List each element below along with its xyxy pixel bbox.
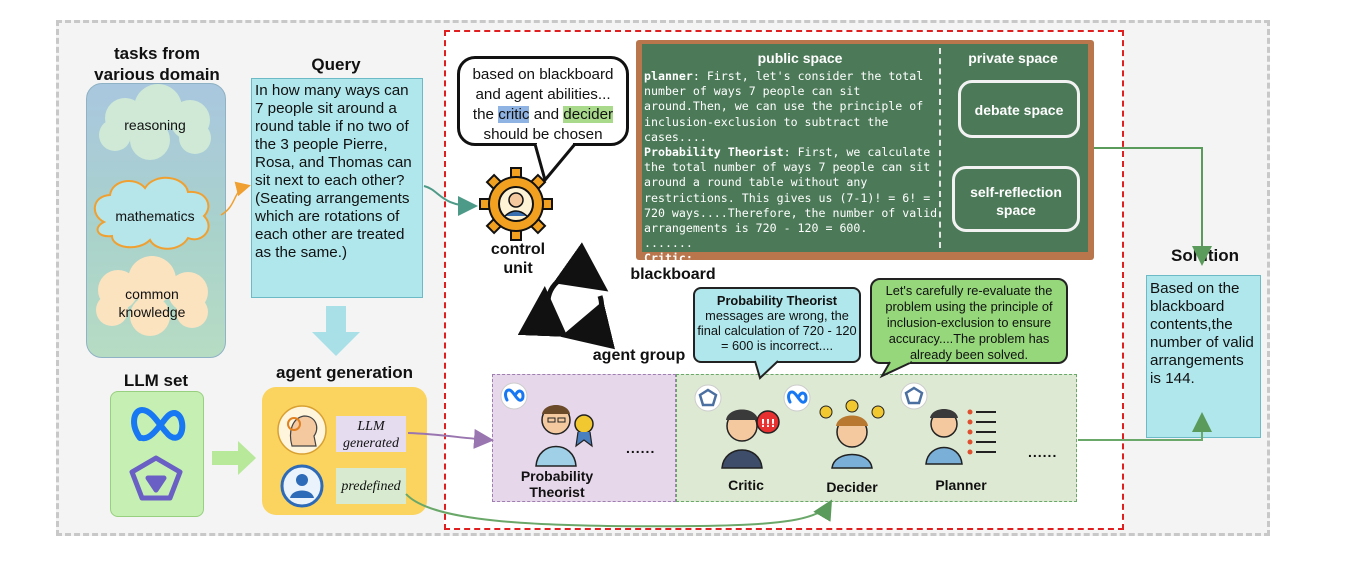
cloud-common-knowledge — [96, 256, 208, 336]
task-mathematics: mathematics — [115, 208, 195, 224]
blackboard-label: blackboard — [630, 266, 716, 283]
solution-box: Based on the blackboard contents,the num… — [1146, 275, 1261, 438]
pt-message: : First, we calculate the total number o… — [644, 145, 938, 236]
more-predefined-agents: ...... — [1028, 444, 1058, 460]
decider-agent-icon — [819, 399, 885, 469]
down-arrow — [312, 306, 360, 356]
cloud-mathematics — [94, 176, 210, 250]
bubble-end: should be chosen — [483, 126, 603, 143]
llm-generated-tag-bg — [336, 416, 406, 452]
bubble-and: and — [533, 106, 560, 123]
public-space-title: public space — [757, 50, 843, 66]
reevaluate-bubble: Let's carefully re-evaluate the problem … — [870, 278, 1068, 364]
critic-agent-icon: !!! — [721, 409, 780, 469]
public-space-messages: planner: First, let's consider the total… — [644, 69, 940, 282]
agent-generation-title: agent generation — [276, 363, 413, 382]
predefined-tag: predefined — [341, 479, 401, 494]
agent-group-label: agent group — [592, 347, 686, 364]
bubble-decider-highlight: decider — [563, 106, 614, 123]
svg-text:!!!: !!! — [760, 417, 775, 430]
blackboard — [642, 44, 1088, 252]
right-arrow — [212, 441, 256, 475]
bubble-critic-highlight: critic — [498, 106, 530, 123]
cycle-icon — [517, 242, 616, 350]
llm-generated-tag: LLM generated — [343, 419, 399, 451]
agent-label-critic: Critic — [728, 477, 764, 493]
planner-name: planner — [644, 69, 693, 83]
pt-name: Probability Theorist — [644, 145, 784, 160]
blackboard-divider — [939, 48, 941, 248]
llm-set-title: LLM set — [123, 371, 189, 390]
task-reasoning: reasoning — [124, 117, 186, 133]
more-generated-agents: ...... — [626, 440, 656, 456]
user-avatar-icon — [280, 464, 324, 508]
bubble-tail — [533, 143, 577, 182]
ai-head-icon — [277, 405, 327, 455]
tasks-title: tasks from various domain — [94, 44, 220, 84]
probability-theorist-agent-icon — [535, 405, 594, 467]
planner-message: : First, let's consider the total number… — [644, 69, 924, 144]
pt-bubble-title: Probability Theorist — [716, 293, 838, 308]
agent-label-planner: Planner — [935, 477, 987, 493]
agent-label-decider: Decider — [826, 479, 878, 495]
predefined-tag-bg — [336, 468, 406, 504]
pt-bubble-text: messages are wrong, the final calculatio… — [697, 308, 857, 353]
critic-entry: Critic: — [644, 251, 693, 266]
query-title: Query — [311, 55, 361, 74]
private-space-title: private space — [968, 50, 1058, 66]
query-box: In how many ways can 7 people sit around… — [251, 78, 423, 298]
bubble-line-1: based on blackboard and agent abilities.… — [472, 66, 614, 103]
cloud-reasoning — [99, 84, 211, 160]
debate-space-box: debate space — [958, 80, 1080, 138]
gear-icon — [479, 167, 553, 241]
control-unit-label: control unit — [490, 241, 546, 277]
bubble-the: the — [472, 106, 495, 123]
meta-logo-icon — [131, 406, 186, 442]
meta-small-logo-icon — [500, 382, 811, 412]
messages-ellipsis: ....... — [644, 236, 693, 251]
decider-entry: Decider: — [644, 266, 700, 281]
qwen-small-logo-icon — [694, 382, 928, 412]
control-unit-speech-bubble: based on blackboard and agent abilities.… — [457, 56, 629, 146]
agent-label-probability-theorist: Probability Theorist — [520, 468, 594, 500]
pt-criticism-bubble: Probability Theorist messages are wrong,… — [693, 287, 861, 363]
planner-agent-icon — [925, 409, 996, 465]
task-common-knowledge: common knowledge — [118, 286, 186, 320]
self-reflection-space-box: self-reflection space — [952, 166, 1080, 232]
qwen-logo-icon — [129, 455, 183, 501]
